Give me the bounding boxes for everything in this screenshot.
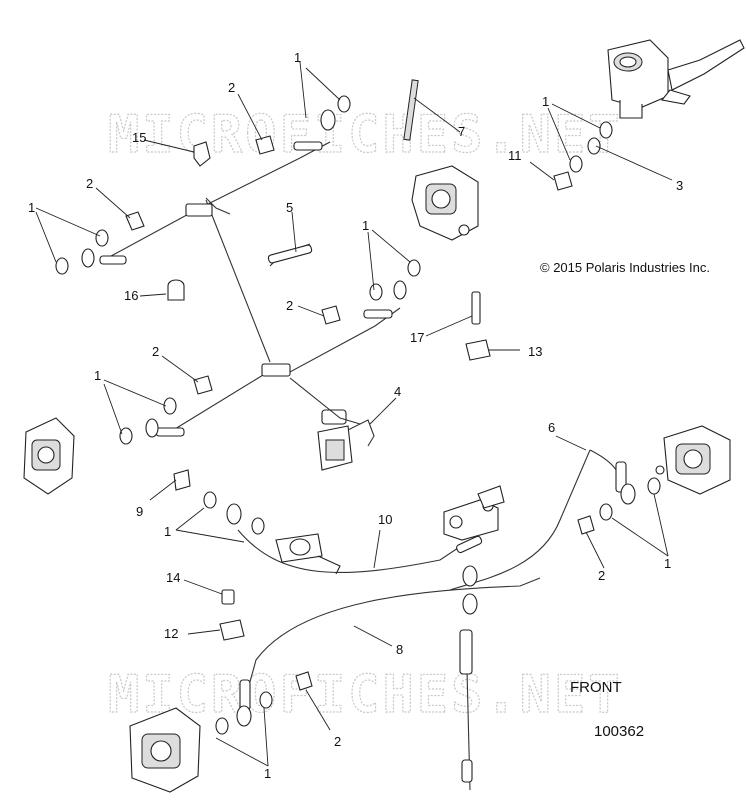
callout-7: 7 [458, 124, 465, 139]
master-cylinder [607, 39, 745, 119]
callout-11: 11 [508, 148, 522, 163]
front-label: FRONT [570, 679, 622, 696]
callout-5: 5 [286, 200, 293, 215]
copyright-text: © 2015 Polaris Industries Inc. [540, 260, 710, 275]
callout-1: 1 [28, 200, 35, 215]
diagram-number: 100362 [594, 723, 644, 740]
bolts [125, 79, 595, 691]
fittings [99, 141, 627, 783]
caliper-right [655, 425, 731, 495]
callout-1: 1 [264, 766, 271, 781]
leader-lines [35, 61, 673, 767]
callout-2: 2 [598, 568, 605, 583]
callout-1: 1 [294, 50, 301, 65]
valve-block [443, 485, 505, 541]
callout-14: 14 [166, 570, 180, 585]
callout-2: 2 [286, 298, 293, 313]
rear-master-cylinder [275, 533, 341, 575]
callout-9: 9 [136, 504, 143, 519]
callout-2: 2 [152, 344, 159, 359]
callout-17: 17 [410, 330, 424, 345]
callout-1: 1 [542, 94, 549, 109]
callout-1: 1 [664, 556, 671, 571]
callout-8: 8 [396, 642, 403, 657]
callout-15: 15 [132, 130, 146, 145]
watermark-top: MICROFICHES.NET [108, 105, 623, 165]
callouts: 1 1 1 1 1 1 1 1 2 2 2 2 2 2 3 4 5 6 7 8 … [28, 50, 683, 781]
callout-2: 2 [334, 734, 341, 749]
callout-1: 1 [94, 368, 101, 383]
callout-4: 4 [394, 384, 401, 399]
callout-10: 10 [378, 512, 392, 527]
callout-1: 1 [362, 218, 369, 233]
callout-6: 6 [548, 420, 555, 435]
banjo-bolts-and-washers [55, 95, 661, 735]
callout-1: 1 [164, 524, 171, 539]
caliper-left [23, 417, 75, 495]
watermark-bottom: MICROFICHES.NET [108, 665, 623, 725]
callout-3: 3 [676, 178, 683, 193]
caliper-front-center [411, 165, 479, 241]
proportioning-valve [317, 409, 375, 471]
callout-13: 13 [528, 344, 542, 359]
callout-12: 12 [164, 626, 178, 641]
callout-16: 16 [124, 288, 138, 303]
callout-2: 2 [228, 80, 235, 95]
callout-2: 2 [86, 176, 93, 191]
caliper-rear [129, 707, 201, 793]
